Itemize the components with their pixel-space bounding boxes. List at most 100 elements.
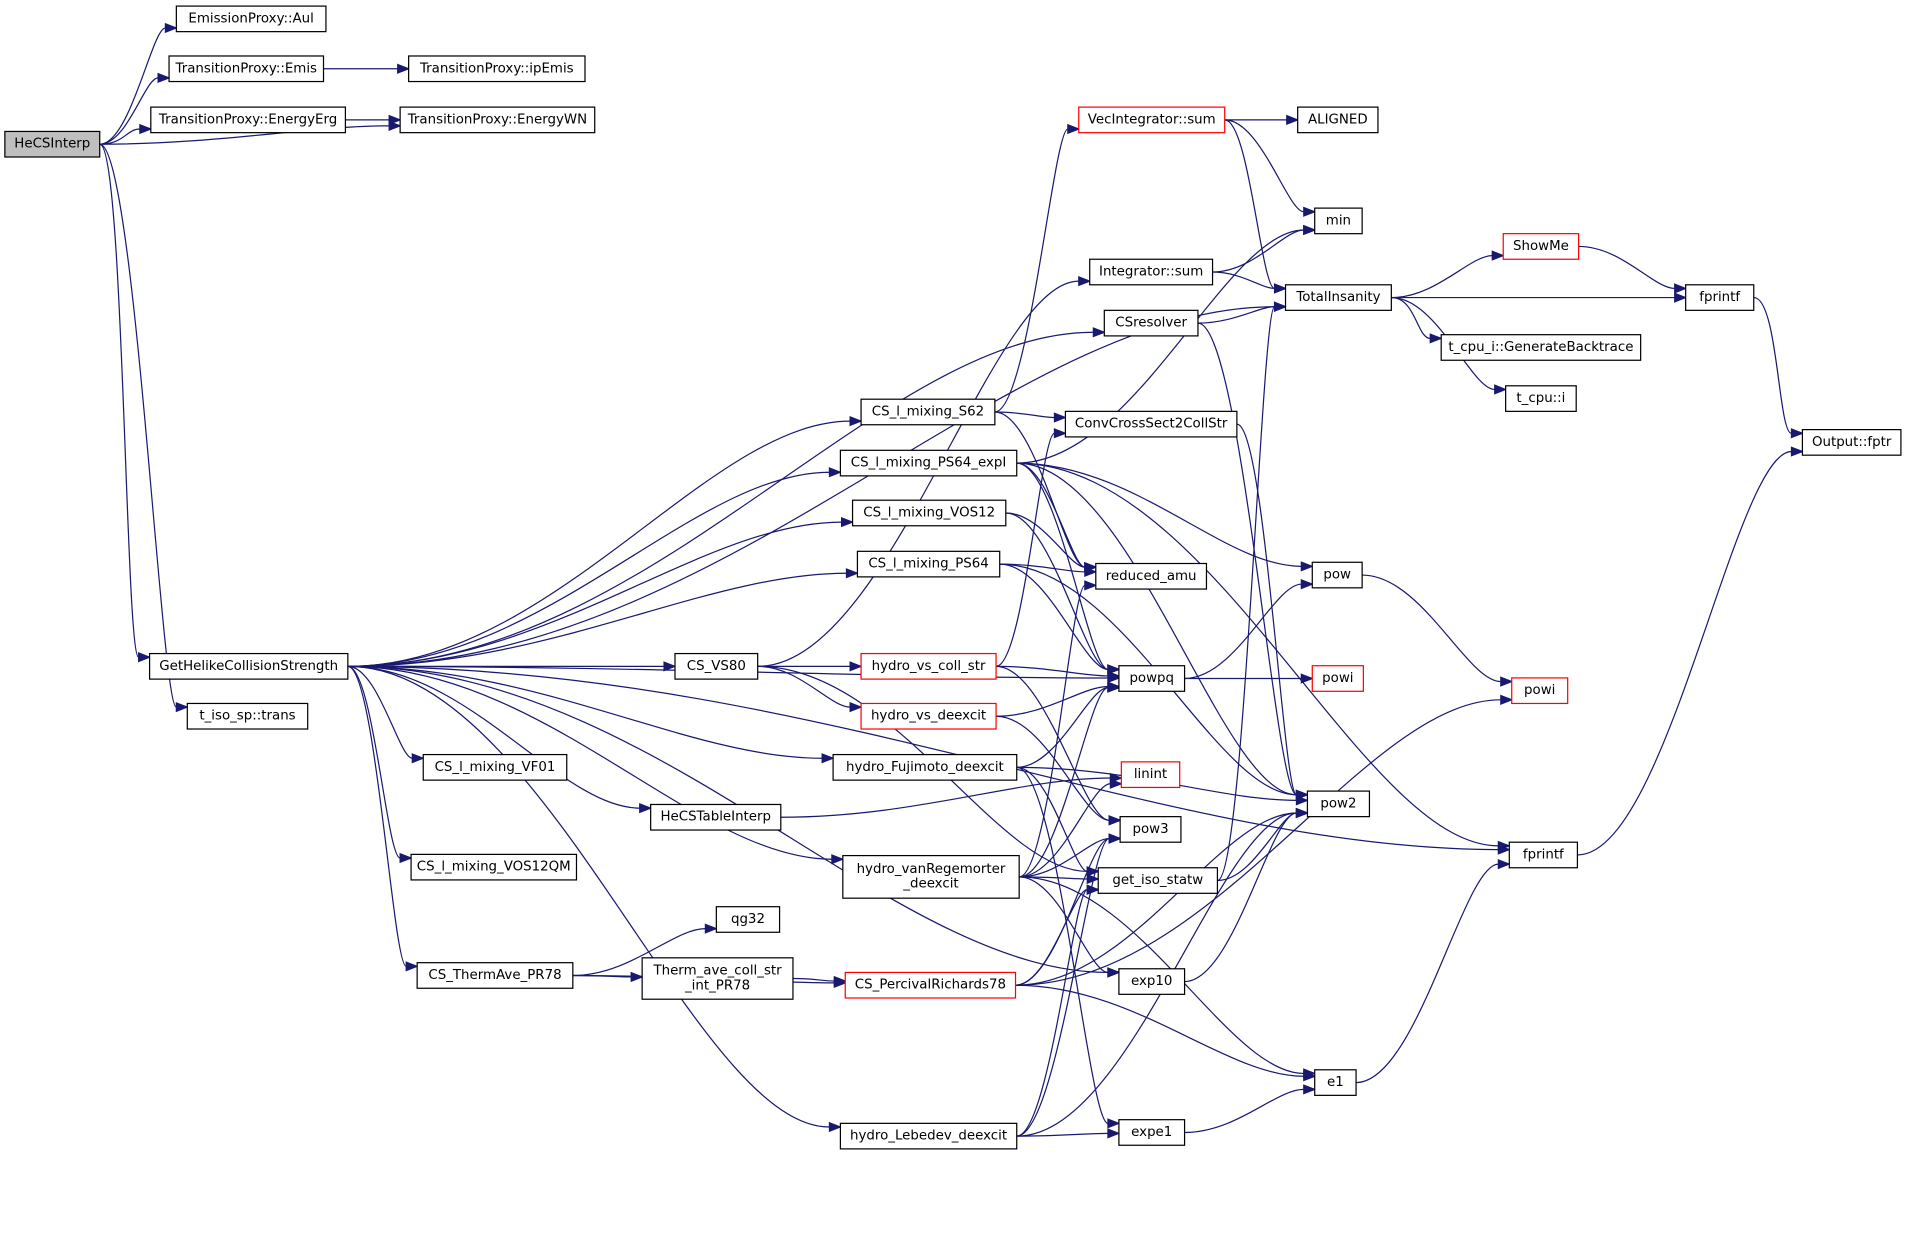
node-label: VecIntegrator::sum [1088, 112, 1216, 127]
node-TransitionProxy_Emis[interactable]: TransitionProxy::Emis [168, 55, 325, 83]
arrowhead-icon [1494, 384, 1508, 395]
node-CS_l_mixing_PS64[interactable]: CS_l_mixing_PS64 [856, 550, 1001, 578]
edge-powpq-to-powi_mid [1184, 673, 1314, 684]
node-TransitionProxy_EnergyWN[interactable]: TransitionProxy::EnergyWN [399, 106, 596, 134]
node-box [1505, 385, 1577, 412]
node-expe1[interactable]: expe1 [1118, 1119, 1186, 1146]
arrowhead-icon [831, 854, 845, 865]
edge-line [347, 420, 851, 667]
edge-line [1016, 229, 1304, 464]
node-hydro_Lebedev_deexcit[interactable]: hydro_Lebedev_deexcit [839, 1122, 1018, 1150]
edge-line [1016, 462, 1297, 796]
edge-pow-to-powi_right [1362, 574, 1514, 687]
arrowhead-icon [1497, 858, 1511, 870]
edge-GetHelikeCollisionStrength-to-CSresolver [347, 327, 1106, 667]
edge-expe1-to-e1 [1184, 1084, 1317, 1134]
node-Therm_ave_coll_str_int_PR78[interactable]: Therm_ave_coll_str_int_PR78 [641, 957, 794, 1000]
node-box [422, 753, 568, 781]
node-pow2[interactable]: pow2 [1306, 790, 1371, 818]
node-reduced_amu[interactable]: reduced_amu [1095, 562, 1208, 590]
node-qg32[interactable]: qg32 [715, 906, 781, 933]
node-CS_ThermAve_PR78[interactable]: CS_ThermAve_PR78 [416, 962, 574, 989]
node-CS_l_mixing_S62[interactable]: CS_l_mixing_S62 [860, 398, 996, 426]
edge-fprintf_mid-to-Output_fptr [1577, 446, 1805, 856]
edge-TransitionProxy_EnergyErg-to-TransitionProxy_EnergyWN [345, 114, 402, 126]
edge-VecIntegrator_sum-to-ALIGNED [1224, 114, 1300, 126]
edge-hydro_Fujimoto_deexcit-to-expe1 [1016, 766, 1121, 1129]
node-label: CS_l_mixing_VOS12 [863, 505, 995, 520]
edge-GetHelikeCollisionStrength-to-TotalInsanity [347, 301, 1288, 667]
node-TransitionProxy_ipEmis[interactable]: TransitionProxy::ipEmis [408, 55, 586, 83]
node-CS_l_mixing_VF01[interactable]: CS_l_mixing_VF01 [422, 753, 568, 781]
node-pow[interactable]: pow [1311, 561, 1363, 589]
node-label: powi [1322, 671, 1353, 686]
edge-Integrator_sum-to-min [1212, 224, 1317, 273]
node-ALIGNED[interactable]: ALIGNED [1297, 106, 1379, 134]
edge-line [1005, 512, 1085, 568]
edge-line [1224, 119, 1276, 290]
node-hydro_vs_coll_str[interactable]: hydro_vs_coll_str [860, 652, 997, 680]
edge-line [1753, 296, 1792, 434]
edge-CS_l_mixing_PS64_expI-to-fprintf_mid [1016, 462, 1511, 852]
node-box [1078, 106, 1226, 134]
node-box [1685, 284, 1755, 311]
node-label: TransitionProxy::EnergyWN [407, 112, 587, 127]
node-hydro_vs_deexcit[interactable]: hydro_vs_deexcit [860, 702, 997, 730]
node-linint[interactable]: linint [1120, 761, 1181, 789]
edge-CS_VS80-to-hydro_vs_coll_str [757, 661, 863, 672]
edge-CS_l_mixing_PS64_expI-to-pow [1016, 462, 1314, 572]
node-Integrator_sum[interactable]: Integrator::sum [1089, 258, 1214, 286]
node-exp10[interactable]: exp10 [1118, 968, 1186, 995]
arrowhead-icon [1790, 446, 1805, 457]
node-CS_l_mixing_VOS12QM[interactable]: CS_l_mixing_VOS12QM [410, 853, 578, 881]
node-label: Output::fptr [1812, 435, 1892, 450]
node-CSresolver[interactable]: CSresolver [1103, 309, 1199, 337]
arrowhead-icon [639, 802, 653, 814]
node-powi_right[interactable]: powi [1511, 677, 1569, 705]
edge-line [1197, 322, 1298, 796]
node-EmissionProxy_Aul[interactable]: EmissionProxy::Aul [175, 5, 327, 33]
node-TransitionProxy_EnergyErg[interactable]: TransitionProxy::EnergyErg [150, 106, 347, 134]
edge-GetHelikeCollisionStrength-to-CS_l_mixing_VOS12QM [347, 665, 413, 864]
node-Output_fptr[interactable]: Output::fptr [1801, 429, 1902, 456]
node-CS_VS80[interactable]: CS_VS80 [674, 652, 759, 680]
node-box [186, 702, 309, 730]
node-ConvCrossSect2CollStr[interactable]: ConvCrossSect2CollStr [1064, 410, 1238, 438]
node-pow3[interactable]: pow3 [1119, 816, 1182, 843]
node-label: CS_l_mixing_PS64 [868, 557, 988, 572]
node-get_iso_statw[interactable]: get_iso_statw [1097, 867, 1219, 894]
edge-HeCSInterp-to-TransitionProxy_Emis [99, 72, 171, 145]
node-fprintf_top[interactable]: fprintf [1685, 284, 1755, 311]
node-box [641, 957, 794, 1000]
edge-line [1019, 687, 1109, 878]
node-powpq[interactable]: powpq [1118, 665, 1186, 692]
node-box [1511, 677, 1569, 705]
node-HeCSTableInterp[interactable]: HeCSTableInterp [650, 803, 782, 831]
node-CS_l_mixing_VOS12[interactable]: CS_l_mixing_VOS12 [851, 499, 1007, 527]
node-ShowMe[interactable]: ShowMe [1502, 233, 1580, 260]
node-label: pow3 [1132, 822, 1168, 837]
node-powi_mid[interactable]: powi [1311, 665, 1364, 692]
node-min[interactable]: min [1314, 207, 1363, 235]
node-e1[interactable]: e1 [1314, 1069, 1357, 1096]
edge-line [1577, 450, 1792, 856]
node-label: CS_l_mixing_VOS12QM [417, 860, 571, 875]
node-GetHelikeCollisionStrength[interactable]: GetHelikeCollisionStrength [148, 652, 349, 680]
node-label: fprintf [1523, 847, 1564, 862]
node-CS_PercivalRichards78[interactable]: CS_PercivalRichards78 [844, 971, 1017, 999]
node-box [851, 499, 1007, 527]
node-label: CS_l_mixing_VF01 [435, 760, 556, 775]
node-VecIntegrator_sum[interactable]: VecIntegrator::sum [1078, 106, 1226, 134]
node-hydro_Fujimoto_deexcit[interactable]: hydro_Fujimoto_deexcit [832, 753, 1018, 781]
node-GenerateBacktrace[interactable]: t_cpu_i::GenerateBacktrace [1440, 334, 1642, 361]
node-CS_l_mixing_PS64_expI[interactable]: CS_l_mixing_PS64_expI [839, 449, 1018, 477]
edge-CS_l_mixing_PS64_expI-to-reduced_amu [1016, 462, 1098, 573]
node-t_iso_sp_trans[interactable]: t_iso_sp::trans [186, 702, 309, 730]
node-fprintf_mid[interactable]: fprintf [1508, 841, 1579, 869]
node-TotalInsanity[interactable]: TotalInsanity [1284, 284, 1392, 311]
edge-line [999, 563, 1109, 670]
node-HeCSInterp[interactable]: HeCSInterp [4, 130, 101, 158]
node-hydro_vanRegemorter_deexcit[interactable]: hydro_vanRegemorter_deexcit [842, 854, 1020, 899]
arrowhead-icon [828, 467, 843, 478]
node-t_cpu_i[interactable]: t_cpu::i [1505, 385, 1577, 412]
